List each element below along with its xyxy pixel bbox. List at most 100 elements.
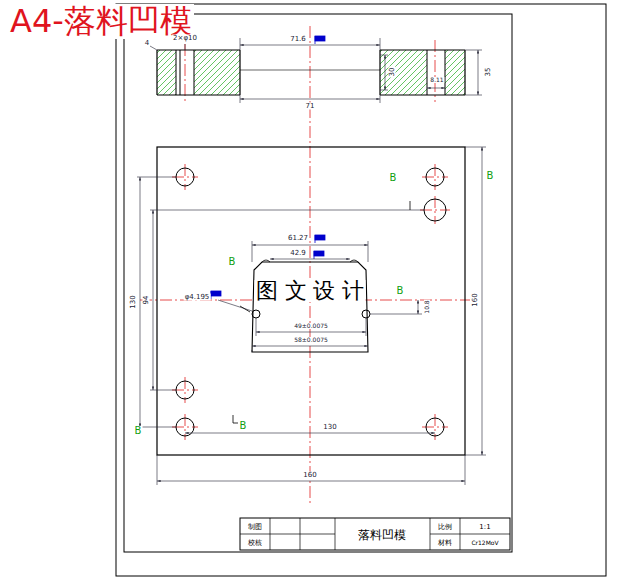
plan-dimensions-part	[150, 210, 424, 211]
plan-dimensions-part	[137, 427, 176, 428]
plan-view-part	[176, 168, 194, 186]
plan-dimensions-part	[252, 346, 368, 347]
title-block	[240, 518, 510, 550]
plan-dimensions-part	[157, 455, 158, 485]
view-mark: B	[239, 421, 248, 431]
plan-dimensions-part	[368, 241, 369, 262]
sheet-frame	[116, 4, 606, 576]
section-view-part	[157, 50, 465, 95]
sheet-frame-part	[124, 14, 512, 552]
view-mark: B	[396, 286, 405, 296]
section-dimensions-part	[380, 38, 381, 50]
centerlines-part	[435, 196, 436, 224]
section-dimensions-part	[465, 95, 482, 96]
dimension: 160	[302, 472, 317, 479]
section-dimensions-part	[465, 50, 482, 51]
view-marks	[233, 201, 410, 423]
plan-dimensions-part	[465, 147, 486, 148]
section-view-part	[445, 50, 465, 95]
tolerance-flags-part	[315, 36, 325, 41]
section-dimensions-part	[427, 88, 445, 89]
section-view	[157, 50, 465, 95]
section-dimensions-part	[185, 44, 186, 50]
dimension: 35	[485, 67, 492, 78]
section-dimensions-part	[150, 46, 157, 50]
plan-dimensions-part	[270, 259, 350, 260]
plan-dimensions	[137, 147, 486, 485]
plan-dimensions-part	[366, 318, 367, 336]
title-block-part	[240, 518, 510, 550]
dimension: 8.11	[429, 77, 444, 83]
section-view-part	[380, 50, 427, 95]
plan-dimensions-part	[252, 350, 253, 352]
view-marks-part	[233, 201, 410, 423]
tolerance-flags-part	[211, 291, 212, 299]
watermark: 图 文 设 计	[255, 280, 366, 302]
dimension: 160	[472, 292, 479, 307]
dimension: 71	[305, 103, 316, 110]
table-cell: 1:1	[478, 524, 491, 531]
dimension: 58±0.0075	[293, 337, 329, 343]
plan-dimensions-part	[252, 245, 368, 246]
view-mark: B	[228, 257, 237, 267]
dimension: 130	[322, 424, 337, 431]
sheet-title: A4-落料凹模	[8, 4, 194, 39]
plan-dimensions-part	[140, 177, 141, 427]
view-marks-part	[240, 306, 250, 312]
dimension: 130	[130, 294, 137, 309]
plan-view-part	[262, 260, 358, 262]
plan-dimensions-part	[157, 481, 465, 482]
tolerance-flags-part	[315, 235, 316, 243]
plan-dimensions-part	[465, 455, 486, 456]
plan-dimensions-part	[153, 210, 154, 390]
view-mark: B	[486, 171, 495, 181]
plan-view-part	[157, 147, 465, 455]
plan-dimensions-part	[185, 433, 435, 434]
dimension: 42.9	[289, 250, 307, 257]
dimension: 71.6	[289, 36, 307, 43]
plan-dimensions-part	[252, 241, 253, 262]
dimension: 10.8	[424, 299, 430, 314]
tolerance-flags-part	[314, 251, 315, 259]
table-cell: 材料	[437, 540, 453, 547]
table-cell: 比例	[437, 524, 453, 531]
tolerance-flags-part	[315, 36, 316, 44]
plan-dimensions-part	[256, 332, 366, 333]
section-dimensions-part	[240, 99, 380, 100]
table-cell: 制图	[247, 524, 263, 531]
plan-view	[157, 147, 465, 455]
dimension: 94	[143, 295, 150, 306]
section-dimensions-part	[240, 38, 241, 50]
hole-callout: φ4.195	[184, 294, 211, 301]
dimension: 4	[144, 40, 150, 47]
hole-callout: 2×φ10	[172, 35, 198, 42]
section-view-part	[157, 50, 176, 95]
plan-dimensions-part	[465, 455, 466, 485]
sheet-frame-part	[116, 4, 606, 576]
dimension: 30	[389, 67, 396, 78]
section-view-part	[240, 70, 380, 71]
plan-view-part	[252, 310, 260, 318]
dimension: 49±0.0075	[293, 323, 329, 329]
section-view-part	[176, 50, 445, 95]
plan-view-part	[176, 381, 194, 399]
section-view-part	[194, 50, 240, 95]
section-dimensions-part	[478, 50, 479, 95]
centerlines	[140, 26, 470, 505]
section-dimensions	[150, 38, 482, 103]
tolerance-flags	[211, 36, 325, 299]
drawing-name: 落料凹模	[357, 529, 407, 541]
centerlines-part	[435, 40, 436, 102]
tolerance-flags-part	[315, 235, 325, 240]
section-dimensions-part	[385, 55, 386, 90]
view-mark: B	[389, 173, 398, 183]
plan-view-part	[362, 310, 370, 318]
centerlines-part	[185, 44, 186, 102]
plan-dimensions-part	[137, 177, 176, 178]
section-dimensions-part	[380, 90, 388, 91]
view-mark: B	[134, 426, 143, 436]
section-dimensions-part	[380, 55, 388, 56]
tolerance-flags-part	[314, 251, 324, 256]
plan-view-part	[424, 199, 446, 221]
